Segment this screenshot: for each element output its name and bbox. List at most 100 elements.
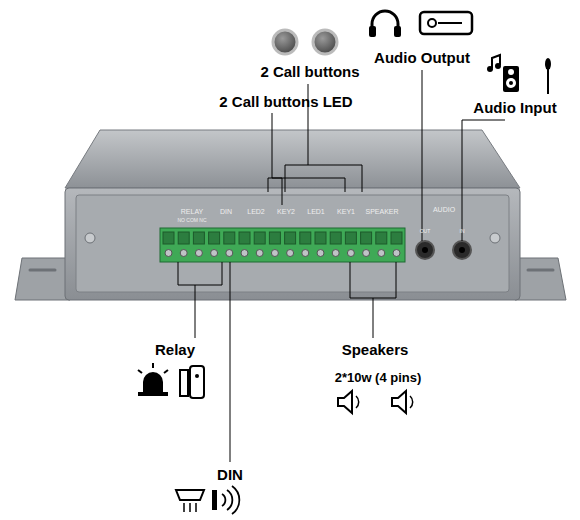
terminal-slot (285, 232, 296, 244)
panel-label: SPEAKER (365, 208, 398, 216)
terminal-screw (347, 250, 354, 257)
smoke-detector-icon (176, 490, 204, 500)
terminal-slot (178, 232, 189, 244)
alarm-icon (164, 370, 168, 373)
speaker-icon (509, 81, 513, 85)
speaker-icon (506, 78, 516, 88)
terminal-slot (254, 232, 265, 244)
front-panel (76, 195, 509, 292)
terminal-slot (224, 232, 235, 244)
callout-label: Speakers (342, 342, 409, 359)
music-note-icon (492, 55, 500, 68)
mount-flange (15, 258, 70, 300)
terminal-slot (345, 232, 356, 244)
door-lock-icon (190, 366, 204, 398)
pin-label: OUT (420, 229, 431, 235)
callout-label: DIN (217, 467, 243, 484)
terminal-screw (393, 250, 400, 257)
panel-label: KEY2 (277, 208, 295, 216)
panel-screw (85, 233, 95, 243)
panel-label: LED1 (307, 208, 325, 216)
leader-line (373, 298, 374, 338)
speaker-icon (503, 66, 519, 92)
leader-line (195, 285, 196, 338)
terminal-screw (211, 250, 218, 257)
speaker-icon (392, 391, 406, 413)
terminal-block (160, 228, 405, 262)
terminal-slot (163, 232, 174, 244)
smoke-detector-icon (189, 503, 191, 512)
terminal-screw (302, 250, 309, 257)
terminal-screw (226, 250, 233, 257)
panel-label: KEY1 (337, 208, 355, 216)
case-front (65, 188, 520, 300)
button-icon (273, 30, 297, 54)
terminal-slot (361, 232, 372, 244)
callout-label: 2 Call buttons LED (219, 94, 352, 111)
smoke-detector-icon (183, 503, 185, 512)
terminal-screw (378, 250, 385, 257)
door-lock-icon (195, 374, 199, 378)
callout-label: Relay (155, 342, 195, 359)
terminal-slot (315, 232, 326, 244)
alarm-icon (138, 370, 142, 373)
flange-slot (30, 269, 55, 272)
leader-line (230, 262, 231, 462)
terminal-slot (193, 232, 204, 244)
leader-bracket (268, 178, 345, 192)
panel-label: DIN (220, 208, 232, 216)
device-icon (420, 12, 472, 34)
leader-bracket (285, 165, 308, 192)
mount-flange (515, 258, 566, 300)
smoke-detector-icon (195, 503, 197, 512)
microphone-icon (547, 68, 549, 94)
terminal-screw (195, 250, 202, 257)
button-icon (313, 30, 337, 54)
terminal-slot (269, 232, 280, 244)
terminal-screw (165, 250, 172, 257)
terminal-slot (391, 232, 402, 244)
callout-label: 2*10w (4 pins) (335, 371, 422, 385)
speaker-icon (410, 396, 413, 408)
jack-hole (422, 247, 428, 253)
speaker-icon (356, 396, 359, 408)
leader-bracket (178, 262, 222, 285)
headphone-icon (372, 11, 398, 30)
leader-line (422, 70, 423, 241)
audio-jack (453, 241, 471, 259)
terminal-slot (330, 232, 341, 244)
terminal-screw (180, 250, 187, 257)
terminal-screw (317, 250, 324, 257)
pin-label: NO COM NC (177, 218, 206, 224)
panel-label: AUDIO (433, 206, 455, 214)
terminal-slot (239, 232, 250, 244)
terminal-screw (363, 250, 370, 257)
music-note-icon (495, 63, 501, 69)
terminal-slot (300, 232, 311, 244)
device-icon (428, 19, 436, 27)
terminal-slot (209, 232, 220, 244)
headphone-icon (394, 26, 401, 37)
case-top (65, 130, 520, 188)
callout-label: Audio Output (374, 50, 470, 67)
alarm-icon (143, 372, 163, 392)
terminal-screw (271, 250, 278, 257)
alarm-icon (138, 392, 168, 396)
speaker-icon (338, 391, 352, 413)
terminal-slot (376, 232, 387, 244)
panel-label: RELAY (181, 208, 203, 216)
panel-label: LED2 (247, 208, 265, 216)
leader-line (462, 120, 505, 241)
terminal-screw (256, 250, 263, 257)
leader-bracket (350, 262, 396, 298)
sensor-icon (212, 490, 217, 510)
panel-screw (490, 233, 500, 243)
terminal-screw (287, 250, 294, 257)
headphone-icon (369, 26, 376, 37)
callout-label: Audio Input (473, 100, 556, 117)
pin-label: IN (460, 229, 465, 235)
jack-hole (459, 247, 465, 253)
music-note-icon (487, 66, 493, 72)
alarm-icon (152, 363, 154, 368)
